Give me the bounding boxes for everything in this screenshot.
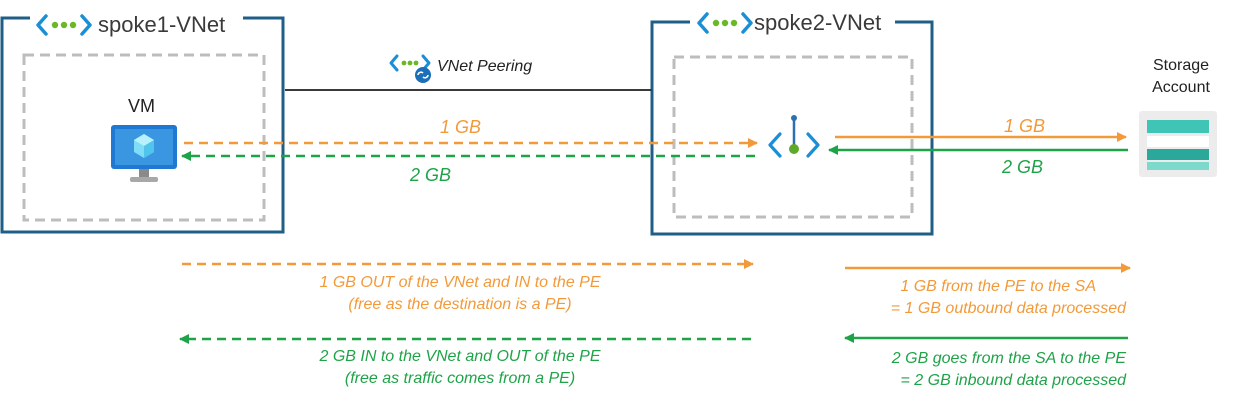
storage-label: Storage Account xyxy=(1142,55,1220,99)
private-endpoint-icon xyxy=(768,115,820,158)
spoke1-vnet-title: spoke1-VNet xyxy=(98,12,226,37)
peering-label: VNet Peering xyxy=(437,58,533,75)
pe-to-sa-label: 1 GB xyxy=(1004,116,1046,136)
vnet-icon xyxy=(697,12,753,34)
legend-sa-in-text: 2 GB goes from the SA to the PE = 2 GB i… xyxy=(826,348,1126,392)
legend-sa-out-text: 1 GB from the PE to the SA = 1 GB outbou… xyxy=(826,276,1126,320)
storage-label-line1: Storage xyxy=(1152,57,1210,74)
spoke1-subnet-box xyxy=(22,53,266,222)
peering-icon xyxy=(389,54,431,83)
vm-icon xyxy=(111,125,177,182)
legend-sa-in-line1: 2 GB goes from the SA to the PE xyxy=(891,350,1126,367)
spoke2-vnet-box xyxy=(650,20,934,236)
storage-label-line2: Account xyxy=(1152,79,1210,96)
legend-out-line1: 1 GB OUT of the VNet and IN to the PE xyxy=(319,274,601,291)
spoke1-vnet-box xyxy=(0,16,285,234)
vm-to-pe-label: 1 GB xyxy=(440,117,482,137)
legend-sa-out-line1: 1 GB from the PE to the SA xyxy=(900,278,1096,295)
legend-out-line2: (free as the destination is a PE) xyxy=(348,296,572,313)
legend-sa-in-line2: = 2 GB inbound data processed xyxy=(900,372,1127,389)
legend-in-line1: 2 GB IN to the VNet and OUT of the PE xyxy=(319,348,601,365)
legend-in-text: 2 GB IN to the VNet and OUT of the PE (f… xyxy=(200,346,720,390)
vnet-icon xyxy=(36,14,92,36)
legend-sa-out-line2: = 1 GB outbound data processed xyxy=(890,300,1126,317)
legend-in-line2: (free as traffic comes from a PE) xyxy=(344,370,576,387)
vm-label: VM xyxy=(128,96,155,116)
pe-to-vm-label: 2 GB xyxy=(410,165,452,185)
storage-account-icon xyxy=(1139,111,1217,177)
sa-to-pe-label: 2 GB xyxy=(1002,157,1044,177)
legend-out-text: 1 GB OUT of the VNet and IN to the PE (f… xyxy=(200,272,720,316)
spoke2-subnet-box xyxy=(672,55,914,219)
spoke2-vnet-title: spoke2-VNet xyxy=(754,10,882,35)
